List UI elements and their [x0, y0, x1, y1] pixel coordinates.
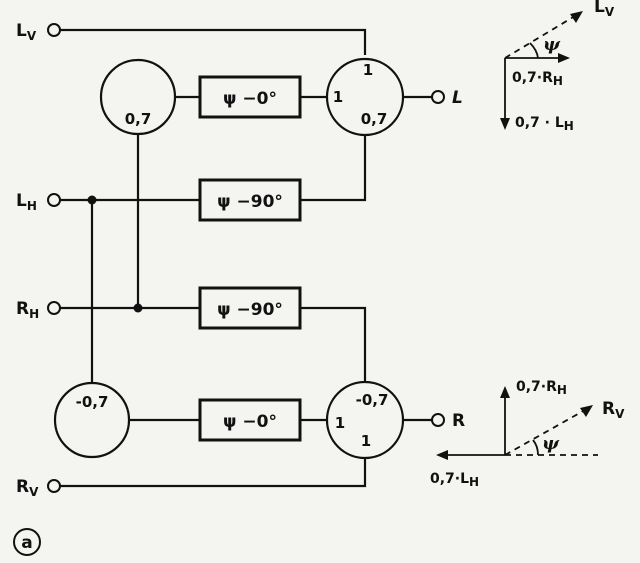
- gain-node-lower: [53, 381, 131, 459]
- junction-dot-rh: [133, 303, 143, 313]
- label-rh: RH: [16, 299, 39, 321]
- figure-tag-circle: [13, 528, 41, 556]
- phase-box-3: [198, 286, 302, 330]
- label-lv: LV: [16, 21, 37, 43]
- terminal-r: [431, 413, 445, 427]
- junction-dot-lh: [87, 195, 97, 205]
- wire-lh-box-to-sum: [300, 133, 367, 202]
- arrowhead-rv: [580, 405, 593, 417]
- arrowhead-rh-lower: [500, 386, 510, 398]
- sum-upper-coef-bottom: 0,7: [361, 110, 388, 128]
- sum-lower-coef-bottom: 1: [361, 432, 371, 450]
- label-rv: RV: [16, 477, 39, 499]
- phase-box-2-label: ψ −90°: [217, 192, 283, 212]
- sum-node-upper: [325, 57, 405, 137]
- gain-node-upper: [99, 58, 177, 136]
- gain-lower-value: -0,7: [76, 393, 109, 411]
- vector-label-07rh-upper: 0,7·RH: [512, 70, 563, 88]
- terminal-rh: [47, 301, 61, 315]
- label-output-l: L: [452, 88, 463, 108]
- angle-psi-upper: ψ: [543, 34, 561, 55]
- sum-upper-coef-top: 1: [363, 61, 373, 79]
- phase-box-3-label: ψ −90°: [217, 300, 283, 320]
- vector-label-07lh-lower: 0,7·LH: [430, 471, 479, 489]
- sum-upper-coef-left: 1: [333, 88, 343, 106]
- phase-box-2: [198, 178, 302, 222]
- vector-lv-dashed: [504, 15, 576, 59]
- vector-diagram-upper: ψ LV 0,7·RH 0,7 · LH: [500, 0, 615, 133]
- label-lh: LH: [16, 191, 37, 213]
- sum-node-lower: [325, 380, 405, 460]
- wire-lv: [60, 28, 367, 55]
- wire-rh-box-to-sum: [300, 306, 367, 383]
- figure-tag-letter: a: [21, 533, 32, 553]
- label-output-r: R: [452, 411, 465, 431]
- vector-label-rv: RV: [602, 399, 625, 421]
- vector-diagram-lower: ψ 0,7·RH RV 0,7·LH: [430, 379, 625, 489]
- terminal-lh: [47, 193, 61, 207]
- sum-lower-coef-top: -0,7: [356, 391, 389, 409]
- angle-arc-lower: [532, 439, 539, 456]
- arrowhead-lh-upper: [500, 118, 510, 130]
- arrowhead-lh-lower: [436, 450, 448, 460]
- vector-label-lv: LV: [594, 0, 615, 19]
- arrowhead-rh-upper: [558, 53, 570, 63]
- phase-box-4-label: ψ −0°: [223, 412, 277, 432]
- vector-label-07lh-upper: 0,7 · LH: [515, 115, 574, 133]
- terminal-l: [431, 90, 445, 104]
- wire-rv: [60, 458, 367, 488]
- phase-box-4: [198, 398, 302, 442]
- terminal-rv: [47, 479, 61, 493]
- terminal-lv: [47, 23, 61, 37]
- vector-label-07rh-lower: 0,7·RH: [516, 379, 567, 397]
- vector-rv-dashed: [504, 409, 586, 456]
- sum-lower-coef-left: 1: [335, 414, 345, 432]
- phase-box-1-label: ψ −0°: [223, 89, 277, 109]
- arrowhead-lv: [570, 11, 583, 23]
- angle-arc-upper: [529, 42, 539, 59]
- gain-upper-value: 0,7: [125, 110, 152, 128]
- angle-psi-lower: ψ: [542, 433, 560, 454]
- phase-box-1: [198, 75, 302, 119]
